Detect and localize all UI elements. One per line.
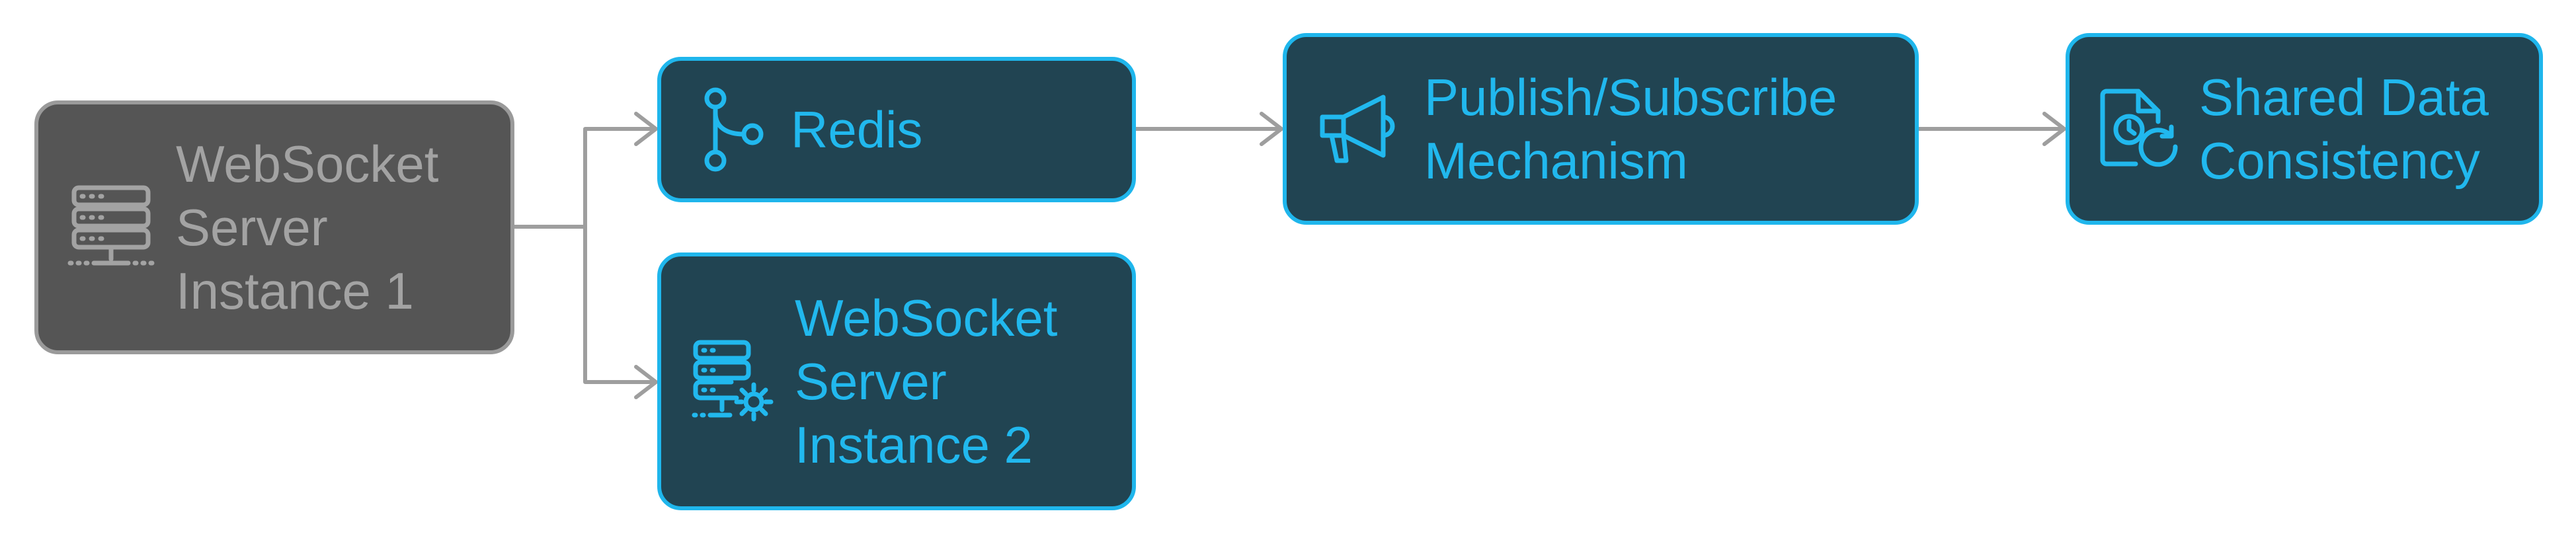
connector-ws1-to-ws2 bbox=[583, 225, 657, 384]
arrowhead-to-ws2 bbox=[634, 365, 658, 399]
node-label: WebSocket Server Instance 1 bbox=[176, 132, 438, 323]
connector-ws1-to-redis bbox=[583, 127, 657, 229]
node-publish-subscribe-mechanism: Publish/Subscribe Mechanism bbox=[1283, 33, 1919, 225]
label-line: WebSocket bbox=[176, 135, 439, 193]
node-websocket-server-instance-2: WebSocket Server Instance 2 bbox=[657, 252, 1136, 510]
label-line: WebSocket bbox=[795, 289, 1058, 347]
label-line: Instance 1 bbox=[176, 262, 414, 320]
label-line: Publish/Subscribe bbox=[1424, 68, 1837, 126]
git-branch-icon bbox=[701, 87, 767, 173]
megaphone-icon bbox=[1317, 89, 1403, 169]
server-rack-icon bbox=[67, 184, 155, 271]
label-line: Consistency bbox=[2199, 132, 2480, 190]
label-line: Shared Data bbox=[2199, 68, 2489, 126]
arrowhead-to-redis bbox=[634, 112, 658, 146]
label-line: Mechanism bbox=[1424, 132, 1688, 190]
document-sync-icon bbox=[2097, 86, 2183, 172]
label-line: Instance 2 bbox=[795, 416, 1033, 474]
server-gear-icon bbox=[690, 338, 776, 424]
node-label: Publish/Subscribe Mechanism bbox=[1424, 65, 1837, 192]
label-line: Server bbox=[176, 198, 328, 256]
arrowhead-to-shared bbox=[2042, 112, 2066, 146]
label-line: Redis bbox=[791, 100, 923, 159]
node-websocket-server-instance-1: WebSocket Server Instance 1 bbox=[34, 100, 514, 354]
node-label: Shared Data Consistency bbox=[2199, 65, 2489, 192]
node-label: Redis bbox=[791, 98, 922, 161]
label-line: Server bbox=[795, 352, 947, 410]
node-shared-data-consistency: Shared Data Consistency bbox=[2066, 33, 2543, 225]
node-label: WebSocket Server Instance 2 bbox=[795, 286, 1057, 477]
arrowhead-to-pubsub bbox=[1260, 112, 1283, 146]
node-redis: Redis bbox=[657, 57, 1136, 202]
